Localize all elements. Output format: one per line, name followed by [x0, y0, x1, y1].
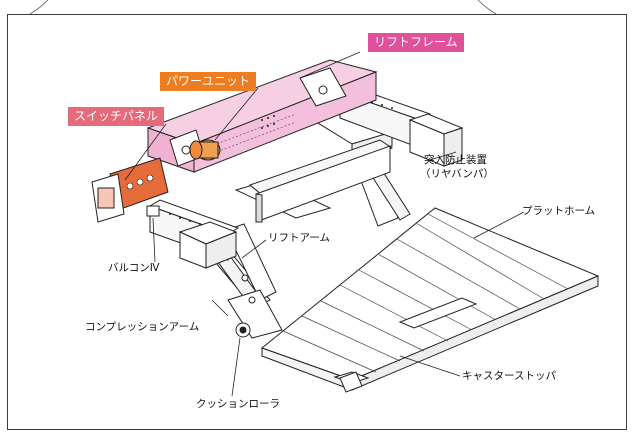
lift-frame: [146, 59, 378, 173]
rear-bumper-label-line2: （リヤバンパ）: [420, 168, 494, 180]
caster-stopper-label: キャスターストッパ: [462, 370, 556, 382]
platform-label: プラットホーム: [522, 205, 596, 217]
cushion-roller-label: クッションローラ: [196, 398, 280, 410]
switch-panel-callout: スイッチパネル: [68, 107, 165, 126]
switch-panel: [91, 157, 169, 223]
compression-arm-label: コンプレッションアーム: [85, 321, 200, 333]
decor-arc-right: [477, 0, 497, 15]
lift-arm-label: リフトアーム: [268, 232, 331, 244]
arms: [204, 163, 411, 339]
leader-lines: [124, 51, 525, 397]
valve-controller-label: バルコンⅣ: [108, 262, 160, 274]
power-unit-callout: パワーユニット: [160, 72, 257, 91]
rear-bumper-label-line1: 突入防止装置: [424, 154, 487, 166]
platform: [260, 207, 600, 391]
decor-arc-left: [29, 0, 49, 15]
caster-stopper-plate: [339, 297, 478, 393]
valve-controller-box: [146, 205, 160, 217]
power-unit: [189, 139, 221, 161]
lift-frame-callout: リフトフレーム: [368, 33, 464, 52]
diagram-frame: [7, 14, 627, 430]
